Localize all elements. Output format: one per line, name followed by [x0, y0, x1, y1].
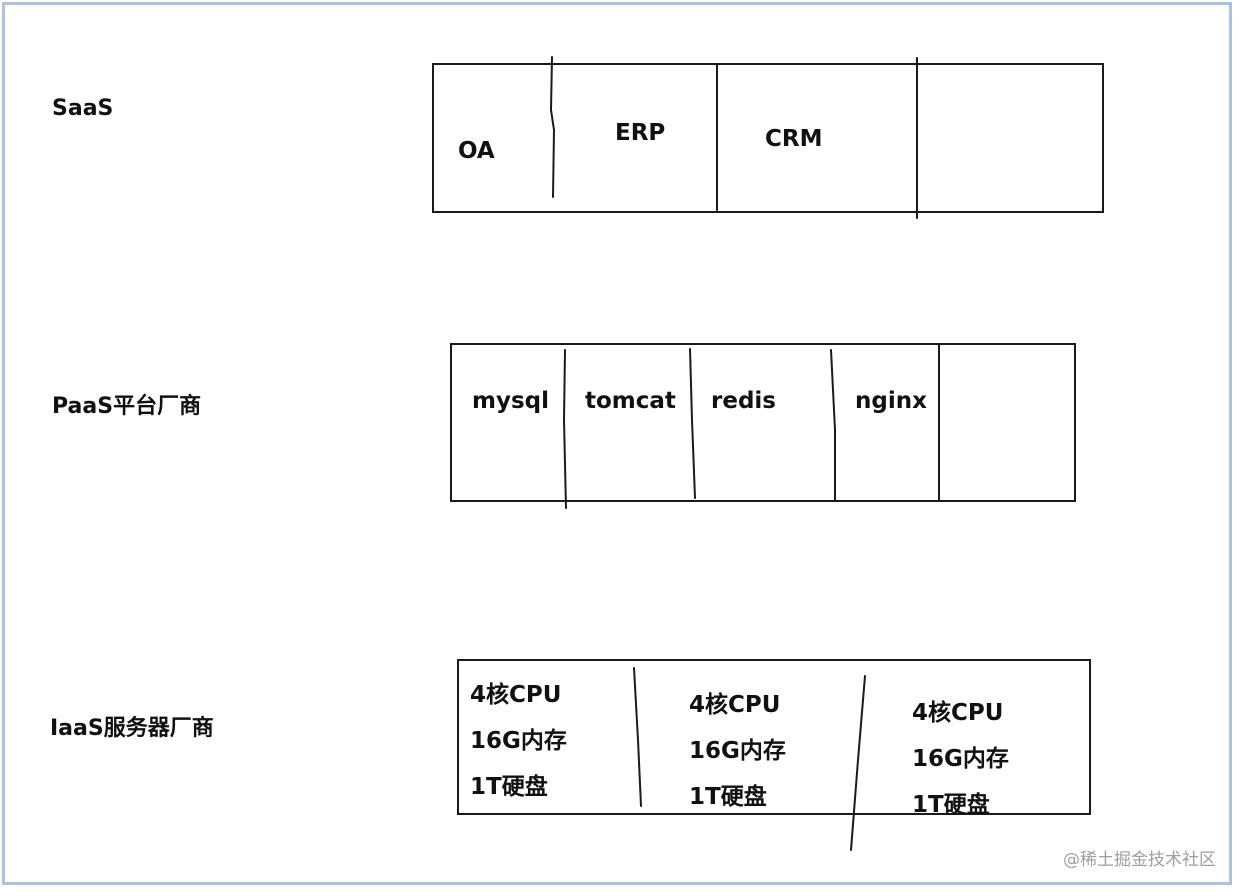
paas-cell-mysql: mysql	[472, 388, 549, 414]
server-spec: 4核CPU 16G内存 1T硬盘	[689, 692, 786, 830]
watermark: @稀土掘金技术社区	[1063, 850, 1216, 870]
cpu-spec: 4核CPU	[689, 692, 781, 718]
paas-cell-redis: redis	[711, 388, 776, 414]
paas-divider	[830, 349, 836, 501]
paas-divider	[689, 348, 696, 499]
disk-spec: 1T硬盘	[912, 792, 990, 818]
server-spec: 4核CPU 16G内存 1T硬盘	[470, 682, 567, 820]
server-spec: 4核CPU 16G内存 1T硬盘	[912, 700, 1009, 838]
disk-spec: 1T硬盘	[470, 774, 548, 800]
paas-box	[450, 343, 1076, 502]
saas-cell-oa: OA	[458, 138, 495, 164]
saas-cell-erp: ERP	[615, 120, 666, 146]
memory-spec: 16G内存	[470, 728, 567, 754]
saas-cell-crm: CRM	[765, 126, 823, 152]
iaas-box	[457, 659, 1091, 815]
iaas-divider	[850, 675, 866, 851]
memory-spec: 16G内存	[912, 746, 1009, 772]
iaas-divider	[633, 667, 642, 807]
saas-box	[432, 63, 1104, 213]
cpu-spec: 4核CPU	[912, 700, 1004, 726]
paas-cell-nginx: nginx	[855, 388, 927, 414]
paas-divider	[562, 349, 567, 509]
paas-cell-tomcat: tomcat	[585, 388, 676, 414]
iaas-label: IaaS服务器厂商	[50, 716, 214, 741]
paas-label: PaaS平台厂商	[52, 394, 202, 419]
memory-spec: 16G内存	[689, 738, 786, 764]
saas-label: SaaS	[52, 96, 114, 121]
cpu-spec: 4核CPU	[470, 682, 562, 708]
saas-divider	[549, 56, 556, 198]
disk-spec: 1T硬盘	[689, 784, 767, 810]
